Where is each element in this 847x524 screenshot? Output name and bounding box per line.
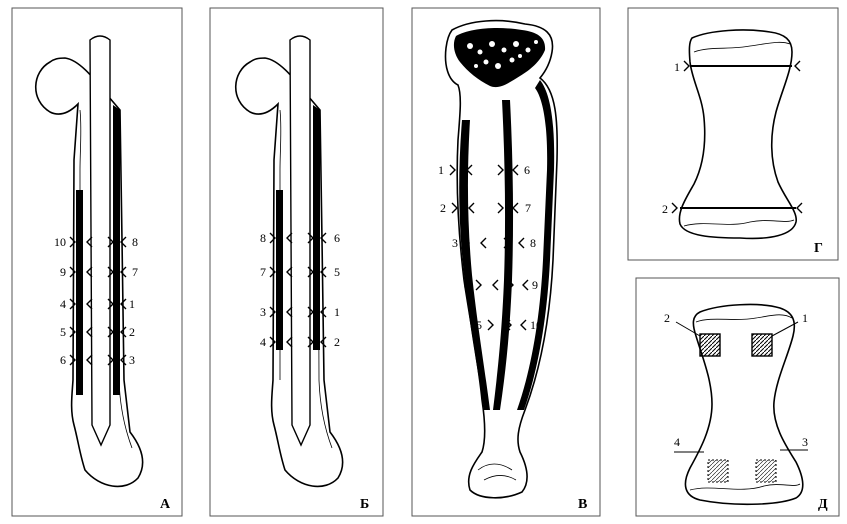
mark-label: 9 [532, 278, 538, 292]
femur-a [36, 36, 143, 486]
mark-label: 3 [129, 353, 135, 367]
mark-label: 7 [132, 265, 138, 279]
panel-v: 1 2 3 4 5 6 7 8 9 10 В [412, 8, 600, 516]
mark-label: 4 [60, 297, 66, 311]
mark-label: 3 [802, 435, 808, 449]
rod-a [90, 36, 110, 445]
panel-g: 1 2 Г [628, 8, 838, 260]
sample-d-2 [700, 334, 720, 356]
rod-b [290, 36, 310, 445]
cortex-b-right [313, 105, 320, 350]
panel-b: 8 7 3 4 6 5 1 2 Б [210, 8, 383, 516]
cortex-a-left [76, 190, 83, 395]
mark-label: 10 [530, 318, 542, 332]
sample-d-3 [756, 460, 776, 482]
mark-label: 4 [464, 278, 470, 292]
panel-d: 1 2 3 4 Д [636, 278, 839, 516]
mark-label: 4 [260, 335, 266, 349]
mark-label: 7 [525, 201, 531, 215]
mark-label: 2 [334, 335, 340, 349]
mark-label: 1 [334, 305, 340, 319]
femur-a-outline [36, 58, 143, 486]
mark-label: 1 [802, 311, 808, 325]
panel-g-label: Г [814, 241, 823, 256]
femur-b-outline [236, 58, 343, 486]
mark-label: 9 [60, 265, 66, 279]
mark-label: 1 [129, 297, 135, 311]
sample-d-4 [708, 460, 728, 482]
mark-label: 2 [664, 311, 670, 325]
mark-label: 6 [334, 231, 340, 245]
mark-label: 10 [54, 235, 66, 249]
cortex-a-right [113, 105, 120, 395]
panel-v-label: В [578, 497, 587, 512]
mark-label: 2 [662, 202, 668, 216]
mark-label: 4 [674, 435, 680, 449]
panel-d-label: Д [818, 497, 828, 512]
mark-label: 6 [524, 163, 530, 177]
sample-d-1 [752, 334, 772, 356]
mark-label: 7 [260, 265, 266, 279]
cortex-b-left [276, 190, 283, 350]
mark-label: 2 [440, 201, 446, 215]
mark-label: 8 [132, 235, 138, 249]
panel-a: 10 9 4 5 6 8 7 1 2 3 А [12, 8, 182, 516]
panel-a-label: А [160, 497, 171, 512]
mark-label: 3 [260, 305, 266, 319]
mark-label: 3 [452, 236, 458, 250]
mark-label: 5 [60, 325, 66, 339]
mark-label: 8 [260, 231, 266, 245]
mark-label: 5 [334, 265, 340, 279]
panel-b-label: Б [360, 497, 369, 512]
mark-label: 5 [476, 318, 482, 332]
tibia-v [446, 21, 558, 498]
mark-label: 8 [530, 236, 536, 250]
mark-label: 2 [129, 325, 135, 339]
femur-b [236, 36, 343, 486]
mark-label: 6 [60, 353, 66, 367]
mark-label: 1 [674, 60, 680, 74]
mark-label: 1 [438, 163, 444, 177]
